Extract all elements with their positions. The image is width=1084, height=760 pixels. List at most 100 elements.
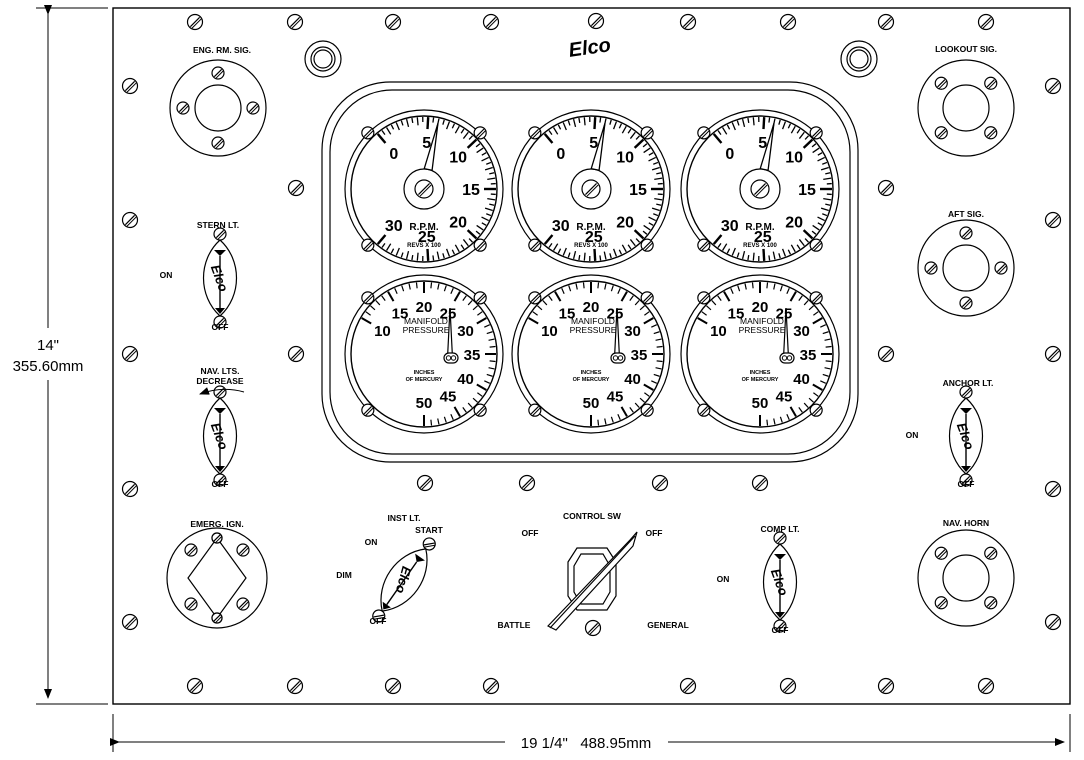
screw: [482, 13, 500, 31]
manifold-tick: [798, 407, 803, 413]
screw: [361, 126, 375, 140]
manifold-tick: [610, 416, 614, 423]
manifold-unit-2: OF MERCURY: [742, 377, 779, 383]
manifold-tick: [706, 305, 712, 311]
aft-sig-label: AFT SIG.: [948, 209, 984, 219]
manifold-tick-label: 25: [776, 305, 793, 322]
manifold-tick: [394, 287, 398, 294]
screw: [482, 677, 500, 695]
rpm-tick: [823, 198, 832, 201]
rpm-tick: [722, 127, 728, 135]
rpm-tick: [621, 244, 627, 253]
screw: [121, 480, 139, 498]
manifold-tick: [561, 287, 565, 294]
comp-lt-toggle[interactable]: Elco: [762, 531, 798, 633]
rpm-tick: [736, 120, 740, 126]
rpm-tick: [386, 127, 392, 135]
nav-lts-toggle[interactable]: Elco: [202, 385, 238, 487]
rpm-tick: [411, 117, 414, 124]
manifold-tick: [488, 367, 495, 370]
rpm-title: R.P.M.: [576, 222, 605, 233]
inst-lt-toggle[interactable]: Elco: [362, 530, 446, 631]
screw: [422, 537, 436, 551]
manifold-unit-2: OF MERCURY: [573, 377, 610, 383]
manifold-tick-label: 50: [416, 395, 433, 412]
eng-rm-sig-label: ENG. RM. SIG.: [193, 45, 251, 55]
manifold-tick: [651, 380, 658, 384]
rpm-tick: [400, 120, 404, 126]
rpm-tick: [543, 234, 554, 245]
manifold-tick-label: 45: [440, 389, 457, 406]
control-switch[interactable]: [547, 531, 638, 631]
manifold-tick: [467, 300, 473, 306]
screw: [640, 126, 654, 140]
manifold-title-1: MANIFOLD: [404, 316, 448, 326]
screw: [121, 613, 139, 631]
manifold-tick: [766, 419, 769, 426]
manifold-tick: [717, 295, 722, 301]
screw: [809, 403, 823, 417]
rpm-tick: [633, 138, 645, 149]
rpm-tick: [717, 243, 722, 248]
rpm-subtitle: REVS X 100: [743, 243, 777, 249]
screw: [176, 101, 190, 115]
manifold-tick: [820, 380, 827, 384]
manifold-tick-label: 10: [710, 323, 727, 340]
manifold-tick: [365, 311, 371, 316]
manifold-tick: [808, 397, 814, 403]
screw: [977, 677, 995, 695]
screw: [959, 385, 973, 399]
rpm-tick-label: 10: [785, 150, 803, 167]
rpm-tick: [567, 120, 571, 126]
comp-lt-label: COMP LT.: [761, 524, 800, 534]
rpm-tick: [653, 213, 659, 217]
screw: [679, 13, 697, 31]
rpm-tick: [804, 135, 809, 140]
rpm-tick: [426, 117, 430, 130]
screw: [679, 677, 697, 695]
manifold-tick-label: 20: [752, 299, 769, 316]
manifold-tick-label: 45: [776, 389, 793, 406]
rpm-tick: [593, 248, 597, 261]
rpm-tick: [731, 122, 736, 131]
screw: [211, 66, 225, 80]
manifold-tick: [437, 283, 440, 290]
manifold-tick: [639, 397, 645, 403]
manifold-tick: [489, 345, 496, 348]
screw: [518, 474, 536, 492]
manifold-tick: [476, 383, 487, 391]
rpm-tick: [381, 130, 386, 135]
anchor-lt-toggle[interactable]: Elco: [948, 385, 984, 487]
rpm-tick: [445, 121, 451, 130]
rpm-tick: [481, 156, 489, 162]
manifold-tick: [786, 287, 790, 294]
screw: [213, 227, 227, 241]
screw: [640, 403, 654, 417]
rpm-tick-label: 5: [589, 135, 598, 152]
rpm-tick-label: 25: [585, 229, 603, 246]
stern-lt-toggle[interactable]: Elco: [202, 227, 238, 329]
screw: [809, 126, 823, 140]
rpm-tick: [612, 248, 618, 257]
screw: [877, 345, 895, 363]
manifold-tick: [528, 317, 539, 325]
rpm-tick: [548, 243, 553, 248]
screw: [186, 677, 204, 695]
manifold-tick-label: 10: [541, 323, 558, 340]
manifold-title-2: PRESSURE: [570, 325, 617, 335]
lookout-sig-label: LOOKOUT SIG.: [935, 44, 997, 54]
manifold-tick: [604, 283, 607, 290]
rpm-tick: [609, 253, 612, 259]
panel-screws: [121, 12, 1062, 695]
screw: [959, 473, 973, 487]
rpm-tick: [484, 207, 493, 212]
manifold-tick: [786, 414, 790, 421]
manifold-tick: [808, 305, 814, 311]
manifold-title-1: MANIFOLD: [740, 316, 784, 326]
manifold-tick: [381, 295, 386, 301]
rpm-tick: [627, 244, 632, 250]
rpm-tick: [825, 172, 831, 175]
